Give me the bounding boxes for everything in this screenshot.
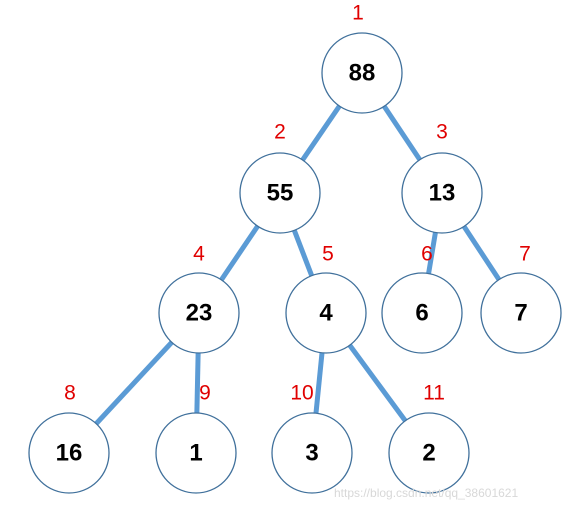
node-index-label: 7	[519, 243, 531, 266]
node-index-label: 5	[322, 243, 334, 266]
watermark-text: https://blog.csdn.net/qq_38601621	[334, 486, 518, 500]
node-circle	[381, 272, 463, 354]
node-value: 1	[189, 440, 202, 467]
node-value: 88	[349, 60, 376, 87]
node-value: 16	[56, 440, 83, 467]
node-circle	[388, 412, 470, 494]
node-value: 23	[186, 300, 213, 327]
node-value: 4	[319, 300, 333, 327]
node-index-label: 3	[436, 121, 448, 144]
node-value: 6	[415, 300, 428, 327]
node-value: 7	[514, 300, 527, 327]
tree-node-4: 23 4	[158, 243, 240, 354]
node-index-label: 10	[290, 382, 313, 405]
node-circle	[155, 412, 237, 494]
node-value: 55	[267, 180, 294, 207]
node-index-label: 1	[352, 2, 364, 25]
node-circle	[271, 412, 353, 494]
node-circle	[239, 152, 321, 234]
node-value: 2	[422, 440, 435, 467]
tree-node-3: 13 3	[401, 121, 483, 234]
tree-node-9: 19	[155, 382, 237, 494]
node-circle	[321, 32, 403, 114]
node-index-label: 11	[423, 382, 445, 405]
tree-node-2: 55 2	[239, 121, 321, 234]
node-circle	[28, 412, 110, 494]
node-index-label: 4	[193, 243, 205, 266]
tree-node-10: 3 10	[271, 382, 353, 494]
tree-node-11: 2 11	[388, 382, 470, 494]
node-index-label: 9	[199, 382, 211, 405]
node-circle	[401, 152, 483, 234]
tree-node-6: 66	[381, 243, 463, 354]
node-circle	[480, 272, 562, 354]
node-index-label: 2	[274, 121, 286, 144]
node-value: 13	[429, 180, 456, 207]
tree-node-7: 77	[480, 243, 562, 354]
tree-node-5: 45	[285, 243, 367, 354]
tree-node-1: 88 1	[321, 2, 403, 114]
tree-node-8: 16 8	[28, 382, 110, 494]
node-circle	[158, 272, 240, 354]
node-circle	[285, 272, 367, 354]
node-index-label: 6	[421, 243, 433, 266]
node-index-label: 8	[64, 382, 76, 405]
node-value: 3	[305, 440, 318, 467]
